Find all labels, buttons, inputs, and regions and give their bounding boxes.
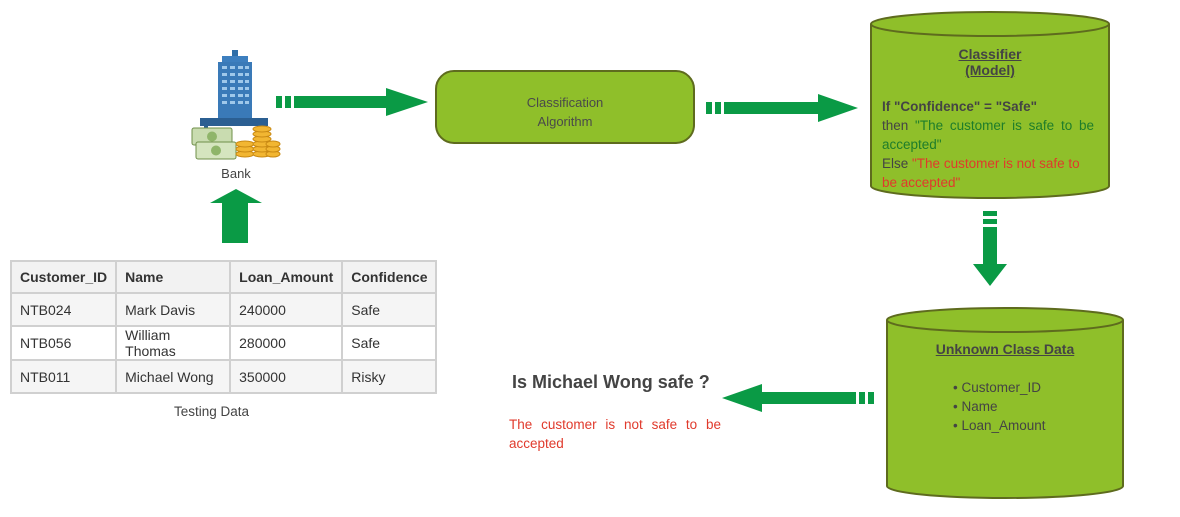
table-header-cell: Customer_ID	[9, 260, 118, 294]
table-row: NTB011 Michael Wong 350000 Risky	[9, 359, 438, 394]
table-header-cell: Name	[115, 260, 232, 294]
table-cell: William Thomas	[115, 325, 232, 361]
arrow-bank-to-algorithm	[276, 88, 428, 116]
table-row: NTB056 William Thomas 280000 Safe	[9, 325, 438, 361]
testing-data-table: Customer_ID Name Loan_Amount Confidence …	[9, 260, 438, 394]
algorithm-label: Classification Algorithm	[436, 93, 694, 131]
classifier-title-line2: (Model)	[965, 62, 1015, 78]
classifier-title-line1: Classifier	[958, 46, 1022, 62]
table-cell: NTB024	[9, 292, 118, 327]
table-header-cell: Confidence	[341, 260, 438, 294]
classifier-rule-if: If "Confidence" = "Safe"	[882, 99, 1038, 114]
arrow-classifier-to-unknown	[973, 211, 1007, 286]
classifier-rule-then-text: "The customer is safe to be accepted"	[882, 118, 1094, 152]
algorithm-box	[435, 70, 695, 144]
arrow-unknown-to-question	[722, 384, 874, 412]
unknown-data-item-label: Name	[961, 399, 998, 414]
classifier-rule-else-prefix: Else	[882, 156, 913, 171]
money-icon	[191, 125, 281, 160]
unknown-data-item-label: Loan_Amount	[961, 418, 1046, 433]
question-heading: Is Michael Wong safe ?	[512, 372, 710, 392]
unknown-data-list: • Customer_ID • Name • Loan_Amount	[953, 378, 1113, 435]
algorithm-label-line2: Algorithm	[537, 114, 593, 129]
testing-data-caption: Testing Data	[173, 404, 250, 419]
bank-label: Bank	[221, 166, 251, 181]
table-cell: Risky	[341, 359, 438, 394]
unknown-data-cylinder	[886, 307, 1124, 499]
unknown-data-item: • Loan_Amount	[953, 418, 1046, 433]
table-cell: 280000	[229, 325, 344, 361]
table-cell: NTB011	[9, 359, 118, 394]
unknown-data-title-text: Unknown Class Data	[935, 341, 1075, 357]
classifier-title: Classifier (Model)	[872, 46, 1108, 78]
table-cell: Safe	[341, 292, 438, 327]
table-cell: Michael Wong	[115, 359, 232, 394]
unknown-data-title: Unknown Class Data	[888, 341, 1122, 357]
table-cell: 240000	[229, 292, 344, 327]
table-row: NTB024 Mark Davis 240000 Safe	[9, 292, 438, 327]
bank-building-icon	[200, 50, 268, 130]
table-cell: Safe	[341, 325, 438, 361]
classifier-rule-then-prefix: then	[882, 118, 916, 133]
classifier-rule-else-text: "The customer is not safe to be accepted…	[882, 156, 1080, 190]
table-cell: 350000	[229, 359, 344, 394]
arrow-table-to-bank	[210, 189, 262, 243]
algorithm-label-line1: Classification	[526, 95, 604, 110]
classifier-cylinder	[870, 11, 1110, 199]
arrow-algorithm-to-classifier	[706, 94, 858, 122]
unknown-data-item-label: Customer_ID	[961, 380, 1042, 395]
classifier-rule: If "Confidence" = "Safe" then "The custo…	[882, 97, 1094, 192]
unknown-data-item: • Name	[953, 399, 998, 414]
table-cell: NTB056	[9, 325, 118, 361]
unknown-data-item: • Customer_ID	[953, 380, 1042, 395]
table-header-cell: Loan_Amount	[229, 260, 344, 294]
table-header-row: Customer_ID Name Loan_Amount Confidence	[9, 260, 438, 294]
answer-text: The customer is not safe to be accepted	[509, 417, 721, 451]
table-cell: Mark Davis	[115, 292, 232, 327]
testing-data-table-wrap: Customer_ID Name Loan_Amount Confidence …	[9, 260, 438, 419]
